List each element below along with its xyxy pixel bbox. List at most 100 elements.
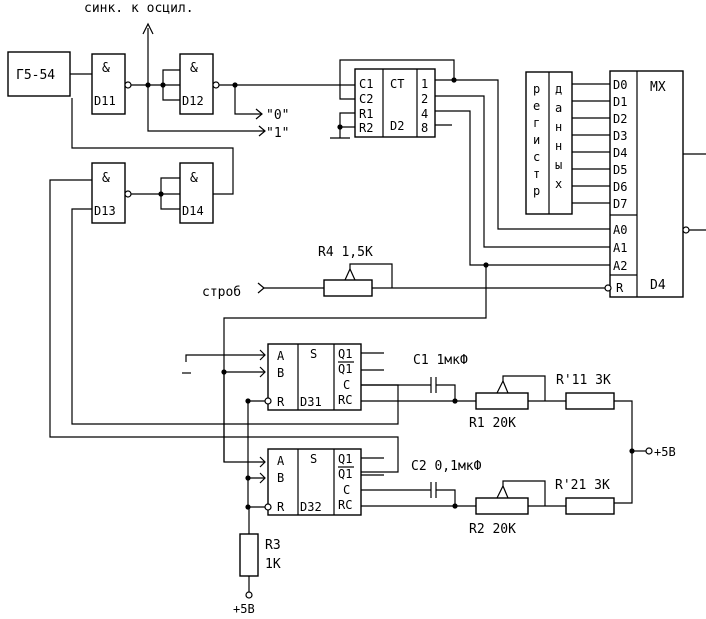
counter-name: D2 — [390, 119, 404, 133]
r1-label: R1 20K — [469, 416, 516, 431]
counter-r2: R2 — [359, 121, 373, 135]
mx-input: D7 — [613, 197, 627, 211]
counter-out1: 1 — [421, 77, 428, 91]
d32-r: R — [277, 500, 285, 514]
r21-label: R'21 3K — [555, 478, 610, 493]
d32-rc: RC — [338, 498, 352, 512]
d31-a: A — [277, 349, 285, 363]
r11-label: R'11 3K — [556, 373, 611, 388]
data-register: р е г и с т р д а н н ы х — [525, 71, 573, 215]
d32-c: C — [343, 483, 350, 497]
gate-d12: & D12 — [179, 53, 220, 115]
counter-c2: C2 — [359, 92, 373, 106]
register-letter: г — [533, 116, 540, 130]
supply-plus5-right: +5В — [654, 445, 676, 459]
strobe-label: строб — [202, 285, 241, 300]
d31-s: S — [310, 347, 317, 361]
r4-label: R4 1,5K — [318, 245, 373, 260]
gate-d12-and: & — [190, 61, 198, 76]
resistor-r3: R3 1K — [239, 533, 281, 577]
mx-addr: A0 — [613, 223, 627, 237]
d31-b: B — [277, 366, 284, 380]
register-letter: и — [533, 133, 540, 147]
d32-s: S — [310, 452, 317, 466]
d31-q1-bar: Q1 — [338, 362, 352, 376]
mx-input: D2 — [613, 112, 627, 126]
d31-label: D31 — [300, 395, 322, 409]
counter-r1: R1 — [359, 107, 373, 121]
register-letter: с — [533, 150, 540, 164]
r3-name: R3 — [265, 538, 281, 553]
data-letter: н — [555, 120, 562, 134]
gate-d11-label: D11 — [94, 94, 116, 108]
gate-d14: & D14 — [179, 162, 214, 224]
data-letter: а — [555, 101, 562, 115]
gate-d12-label: D12 — [182, 94, 204, 108]
d32-b: B — [277, 471, 284, 485]
mx-input: D5 — [613, 163, 627, 177]
mx-input: D6 — [613, 180, 627, 194]
gate-d13-and: & — [102, 171, 110, 186]
monostable-d31: A B R S D31 Q1 Q1 C RC — [264, 343, 362, 411]
generator: Г5-54 — [7, 51, 71, 97]
mx-name: D4 — [650, 278, 666, 293]
mx-title: MX — [650, 80, 666, 95]
c1-label: C1 1мкФ — [413, 353, 468, 368]
d32-a: A — [277, 454, 285, 468]
sync-label: синк. к осцил. — [84, 1, 194, 16]
generator-label: Г5-54 — [16, 68, 55, 83]
gate-d14-label: D14 — [182, 204, 204, 218]
mx-reset: R — [616, 281, 624, 295]
r2-label: R2 20K — [469, 522, 516, 537]
gate-d13: & D13 — [91, 162, 132, 224]
supply-plus5-bottom: +5В — [233, 602, 255, 616]
level-one: "1" — [266, 126, 289, 141]
resistor-r4: R4 1,5K — [318, 245, 393, 297]
multiplexer-d4: MX D4 D0 D1 D2 D3 D4 D5 D6 D7 A0 A1 A2 R — [604, 70, 684, 298]
mx-addr: A1 — [613, 241, 627, 255]
data-letter: х — [555, 177, 562, 191]
register-letter: т — [533, 167, 540, 181]
monostable-d32: A B R S D32 Q1 Q1 C RC — [264, 448, 362, 516]
mx-input: D0 — [613, 78, 627, 92]
data-letter: ы — [555, 158, 562, 172]
counter-d2: C1 C2 R1 R2 CT D2 1 2 4 8 — [354, 68, 436, 138]
mx-input: D1 — [613, 95, 627, 109]
counter-c1: C1 — [359, 77, 373, 91]
d31-q1: Q1 — [338, 347, 352, 361]
mx-input: D4 — [613, 146, 627, 160]
register-letters: р е г и с т р — [533, 82, 540, 198]
counter-out8: 8 — [421, 121, 428, 135]
register-letter: е — [533, 99, 540, 113]
r3-value: 1K — [265, 557, 281, 572]
counter-title: CT — [390, 77, 404, 91]
d31-rc: RC — [338, 393, 352, 407]
capacitor-c2: C2 0,1мкФ — [411, 459, 482, 498]
d32-q1-bar: Q1 — [338, 467, 352, 481]
gate-d13-label: D13 — [94, 204, 116, 218]
d32-q1: Q1 — [338, 452, 352, 466]
capacitor-c1: C1 1мкФ — [413, 353, 468, 393]
resistor-r21: R'21 3K — [555, 478, 615, 515]
mx-addr: A2 — [613, 259, 627, 273]
resistor-r11: R'11 3K — [556, 373, 615, 410]
d32-label: D32 — [300, 500, 322, 514]
resistor-r2: R2 20K — [469, 480, 546, 537]
gate-d11-and: & — [102, 61, 110, 76]
d31-c: C — [343, 378, 350, 392]
c2-label: C2 0,1мкФ — [411, 459, 482, 474]
gate-d11: & D11 — [91, 53, 132, 115]
mx-input: D3 — [613, 129, 627, 143]
register-letter: р — [533, 184, 540, 198]
data-letter: д — [555, 82, 562, 96]
data-letter: н — [555, 139, 562, 153]
data-letters: д а н н ы х — [555, 82, 562, 191]
level-zero: "0" — [266, 108, 289, 123]
d31-r: R — [277, 395, 285, 409]
counter-out2: 2 — [421, 92, 428, 106]
counter-out4: 4 — [421, 107, 428, 121]
resistor-r1: R1 20K — [469, 375, 546, 431]
gate-d14-and: & — [190, 171, 198, 186]
register-letter: р — [533, 82, 540, 96]
